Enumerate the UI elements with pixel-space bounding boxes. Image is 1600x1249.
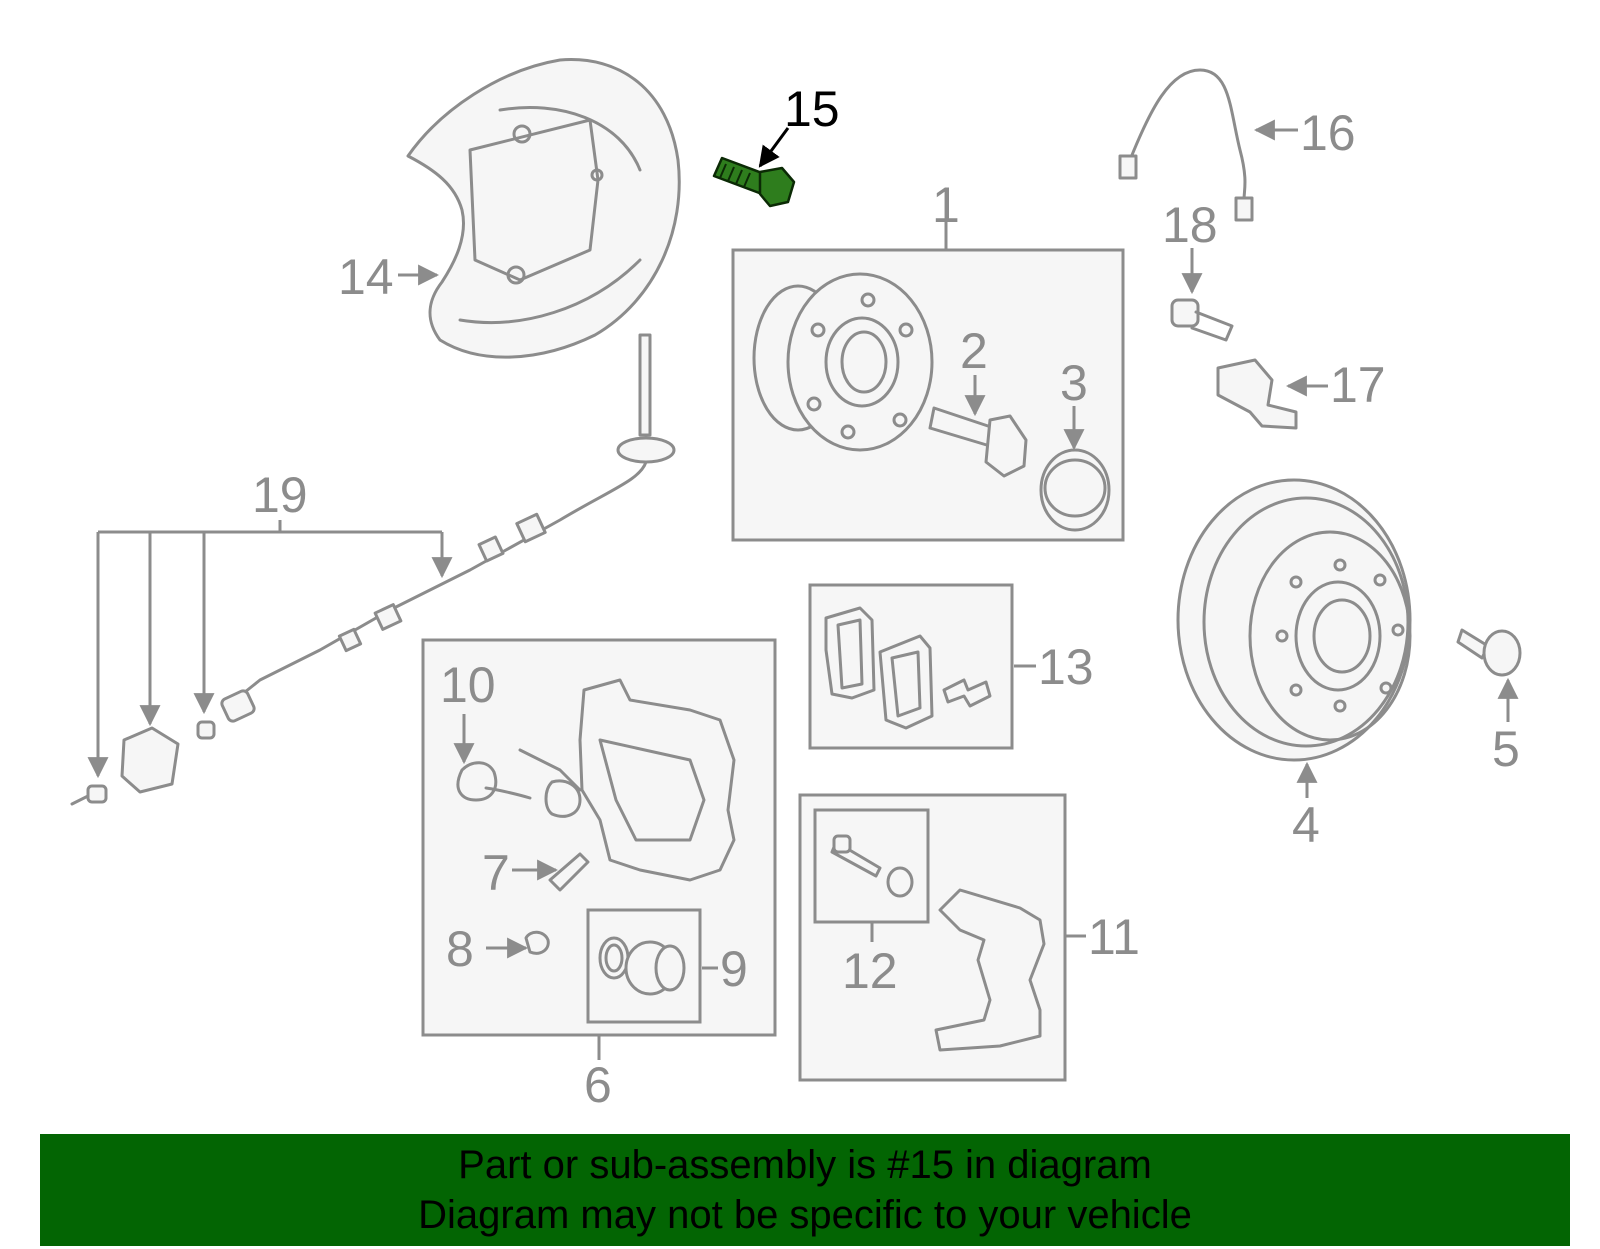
callout-6: 6 [584, 1057, 612, 1113]
callout-7: 7 [482, 845, 510, 901]
callout-5: 5 [1492, 721, 1520, 777]
callout-9: 9 [720, 941, 748, 997]
guide-pin-box-12 [813, 808, 930, 924]
leader-lines [87, 119, 1519, 1060]
brake-pads-box-13 [808, 583, 1014, 750]
callout-12: 12 [842, 943, 898, 999]
bolt-part-18 [1170, 298, 1234, 342]
sensor-part-17 [1216, 358, 1298, 430]
callout-1: 1 [932, 177, 960, 233]
dust-shield-part-14 [406, 58, 681, 359]
caliper-box-6 [421, 638, 777, 1037]
hub-assembly-box-1 [731, 248, 1125, 542]
callout-2: 2 [960, 323, 988, 379]
callout-8: 8 [446, 921, 474, 977]
callout-18: 18 [1162, 197, 1218, 253]
callout-13: 13 [1038, 639, 1094, 695]
sensor-cable-part-16 [1118, 68, 1254, 222]
callout-10: 10 [440, 657, 496, 713]
callout-3: 3 [1060, 355, 1088, 411]
callout-labels: 14 15 16 1 18 2 3 17 19 13 10 5 4 7 11 8… [252, 81, 1520, 1113]
info-banner: Part or sub-assembly is #15 in diagram D… [40, 1134, 1570, 1246]
callout-4: 4 [1292, 797, 1320, 853]
piston-kit-box-9 [586, 908, 702, 1024]
sensor-harness-part-19 [70, 333, 676, 806]
brake-rotor-part-4 [1176, 478, 1412, 762]
bolt-part-15 [712, 156, 796, 208]
callout-19: 19 [252, 467, 308, 523]
callout-16: 16 [1300, 105, 1356, 161]
callout-17: 17 [1330, 357, 1386, 413]
callout-11: 11 [1088, 909, 1140, 965]
callout-15: 15 [784, 81, 840, 137]
callout-14: 14 [338, 249, 394, 305]
screw-part-5 [1456, 628, 1522, 677]
banner-line-1: Part or sub-assembly is #15 in diagram [458, 1143, 1152, 1187]
banner-line-2: Diagram may not be specific to your vehi… [418, 1193, 1192, 1237]
